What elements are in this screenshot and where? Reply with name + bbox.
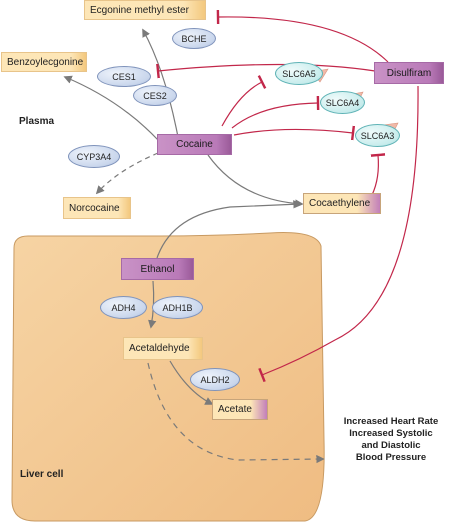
inhibition-cocaine-slc6a3 [233, 125, 356, 141]
acetaldehyde-box: Acetaldehyde [123, 337, 203, 360]
inhibition-cocaethylene-slc6a3 [370, 153, 386, 196]
slc6a4-transporter: SLC6A4 [320, 91, 365, 114]
outcome-text: Increased Heart Rate Increased Systolic … [335, 416, 447, 464]
outcome-line-1: Increased Heart Rate [343, 416, 439, 427]
acetate-box: Acetate [212, 399, 268, 420]
slc6a3-transporter: SLC6A3 [355, 124, 400, 147]
inhibition-disulfiram-ces1 [156, 63, 376, 79]
inhibition-cocaine-slc6a5 [221, 75, 267, 127]
arrow-cocaine-to-norcocaine [95, 152, 159, 195]
slc6a5-transporter: SLC6A5 [275, 62, 323, 85]
adh4-enzyme: ADH4 [100, 296, 147, 319]
arrow-cocaine-to-benzoylecgonine [63, 75, 159, 141]
liver-cell-compartment [11, 232, 325, 522]
plasma-label: Plasma [19, 116, 55, 127]
outcome-line-4: Blood Pressure [355, 452, 427, 463]
cocaine-box: Cocaine [157, 134, 232, 155]
bche-enzyme: BCHE [172, 28, 216, 49]
disulfiram-box: Disulfiram [374, 62, 444, 84]
aldh2-enzyme: ALDH2 [190, 368, 240, 391]
cyp3a4-enzyme: CYP3A4 [68, 145, 120, 168]
adh1b-enzyme: ADH1B [152, 296, 203, 319]
ethanol-box: Ethanol [121, 258, 194, 280]
arrow-acetaldehyde-to-outcome [147, 362, 325, 464]
outcome-line-2: Increased Systolic [349, 428, 433, 439]
ces1-enzyme: CES1 [97, 66, 151, 87]
inhibition-cocaine-slc6a4 [231, 95, 320, 129]
norcocaine-box: Norcocaine [63, 197, 131, 219]
ces2-enzyme: CES2 [133, 85, 177, 106]
outcome-line-3: and Diastolic [361, 440, 421, 451]
inhibition-disulfiram-bche [216, 9, 389, 63]
arrow-cocaine-to-cocaethylene [207, 154, 304, 208]
benzoylecgonine-box: Benzoylecgonine [1, 52, 87, 72]
inhibition-disulfiram-aldh2 [258, 85, 419, 383]
cocaethylene-box: Cocaethylene [303, 193, 381, 214]
ecgonine-methyl-ester-box: Ecgonine methyl ester [84, 0, 206, 20]
arrow-ethanol-to-cocaethylene [156, 200, 302, 259]
arrow-cocaine-to-ecgonine [142, 28, 179, 138]
arrow-acetaldehyde-to-acetate [169, 360, 214, 405]
liver-cell-label: Liver cell [20, 469, 64, 480]
